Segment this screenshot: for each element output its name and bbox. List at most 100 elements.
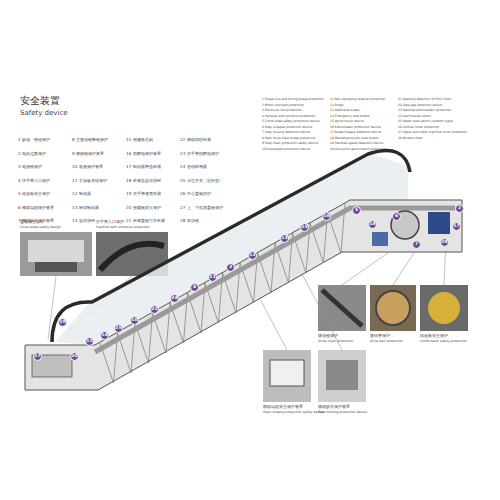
- drive-wheel: [391, 211, 419, 239]
- callout-number: 16: [323, 214, 329, 219]
- list-item: 11 非操纵逆转保护: [72, 179, 107, 183]
- callout-number: 19: [59, 320, 65, 325]
- subtitle: Safety device: [20, 110, 68, 117]
- list-item: 26 中心盖板防护: [180, 192, 211, 196]
- inset-photo: [263, 350, 311, 402]
- cover-plate-base: [35, 262, 77, 272]
- leader-line: [300, 270, 342, 350]
- callout-circle: 24: [170, 294, 179, 303]
- list-item: 22 梯级间隙检测: [180, 138, 211, 142]
- callout-number: 8: [193, 285, 196, 290]
- list-item: 19 Handrail speed detection device: [330, 142, 383, 145]
- motor: [428, 212, 450, 234]
- inset-caption: 梳齿板安全保护: [420, 334, 448, 338]
- list-item: 28 双排链: [180, 219, 199, 223]
- inset-caption: 扶手带入口保护: [96, 220, 124, 224]
- callout-number: 27: [34, 354, 40, 359]
- list-item: 7 Step missing detection device: [262, 131, 310, 134]
- list-item: 28 Double chain: [398, 137, 422, 140]
- callout-circle: 17: [452, 222, 461, 231]
- list-item: 26 Central cover protection: [398, 126, 439, 129]
- callout-number: 14: [101, 333, 107, 338]
- list-item: 1 缺相、错相保护: [18, 138, 50, 142]
- list-item: 20 Anti-pinch apron board protection: [330, 148, 386, 151]
- callout-circle: 28: [440, 238, 449, 247]
- list-item: 14 Emergency stop button: [330, 115, 370, 118]
- callout-circle: 16: [322, 212, 331, 221]
- callout-number: 21: [209, 275, 215, 280]
- list-item: 21 检修盖板打开检测: [126, 219, 165, 223]
- callout-circle: 27: [33, 352, 42, 361]
- callout-circle: 6: [392, 212, 401, 221]
- list-item: 24 启动蜂鸣器: [180, 165, 207, 169]
- controller: [372, 232, 388, 246]
- callout-circle: 25: [114, 324, 123, 333]
- list-item: 17 制动器释放检测: [126, 165, 161, 169]
- callout-number: 3: [229, 265, 232, 270]
- list-item: 2 Motor overload protection: [262, 104, 304, 107]
- list-item: 13 附加制动器: [72, 206, 99, 210]
- list-item: 10 Overspeed protection device: [262, 148, 310, 151]
- drive-sprocket: [376, 291, 410, 325]
- list-item: 25 水位开关（室外型）: [180, 179, 223, 183]
- list-item: 9 梯级链保护装置: [72, 152, 104, 156]
- callout-circle: 19: [58, 318, 67, 327]
- callout-number: 10: [131, 318, 137, 323]
- list-item: 15 围裙板毛刷: [126, 138, 153, 142]
- inset-caption: 梯级缺失保护装置: [318, 405, 350, 409]
- inset-caption: Comb teeth safety protection: [420, 340, 467, 343]
- callout-circle: 8: [190, 283, 199, 292]
- list-item: 4 扶手带入口保护: [18, 179, 50, 183]
- handrail: [52, 151, 410, 342]
- list-item: 20 围裙板防夹保护: [126, 206, 161, 210]
- inset-caption: 驱动带保护: [370, 334, 390, 338]
- list-item: 14 急停按钮: [72, 219, 95, 223]
- list-item: 24 Start buzzer alarm: [398, 115, 431, 118]
- list-item: 12 制动器: [72, 192, 91, 196]
- list-item: 27 Upper and lower machine cover protect…: [398, 131, 467, 134]
- inset-caption: 驱动链保护: [318, 334, 338, 338]
- drive-chain: [322, 290, 362, 326]
- truss-brace: [293, 223, 311, 273]
- list-item: 22 Step gap detection sensor: [398, 104, 442, 107]
- list-item: 16 Electrostatic protection device: [330, 126, 381, 129]
- callout-circle: 2: [455, 204, 464, 213]
- list-item: 11 Non-operating reverse protection: [330, 98, 385, 101]
- callout-number: 6: [395, 214, 398, 219]
- callout-circle: 7: [412, 240, 421, 249]
- callout-number: 20: [71, 354, 77, 359]
- comb-part: [428, 292, 460, 324]
- callout-number: 24: [171, 296, 177, 301]
- callout-circle: 22: [150, 305, 159, 314]
- list-item: 25 Water level switch (outdoor type): [398, 120, 453, 123]
- callout-circle: 18: [368, 220, 377, 229]
- list-item: 5 Comb-plate safety protection device: [262, 120, 320, 123]
- inset-photo: [318, 285, 366, 331]
- callout-circle: 21: [208, 273, 217, 282]
- step-band: [95, 208, 455, 352]
- list-item: 5 梳齿板安全保护: [18, 192, 50, 196]
- handrail-entry: [100, 244, 164, 270]
- callout-number: 17: [453, 224, 459, 229]
- list-item: 18 检修盒急停按钮: [126, 179, 161, 183]
- inset-caption: Step missing protection device: [318, 411, 367, 414]
- inset-caption: 梯级塌陷安全保护装置: [263, 405, 303, 409]
- title: 安全装置: [20, 96, 60, 106]
- list-item: 8 主驱动链断链保护: [72, 138, 108, 142]
- list-item: 1 Phase loss and wrong phase protection: [262, 98, 324, 101]
- list-item: 19 扶手带速度检测: [126, 192, 161, 196]
- truss: [25, 200, 462, 390]
- inset-caption: Drive chain protection: [318, 340, 353, 343]
- callout-number: 23: [301, 225, 307, 230]
- callout-circle: 10: [130, 316, 139, 325]
- inset-caption: Step collapse protection safety device: [263, 411, 324, 414]
- list-item: 18 Maintenance box stop button: [330, 137, 379, 140]
- inset-photo: [370, 285, 416, 331]
- callout-number: 2: [458, 206, 461, 211]
- inset-photo: [20, 232, 92, 276]
- list-item: 23 扶手带防静电保护: [180, 152, 219, 156]
- callout-number: 7: [415, 242, 418, 247]
- callout-number: 25: [115, 326, 121, 331]
